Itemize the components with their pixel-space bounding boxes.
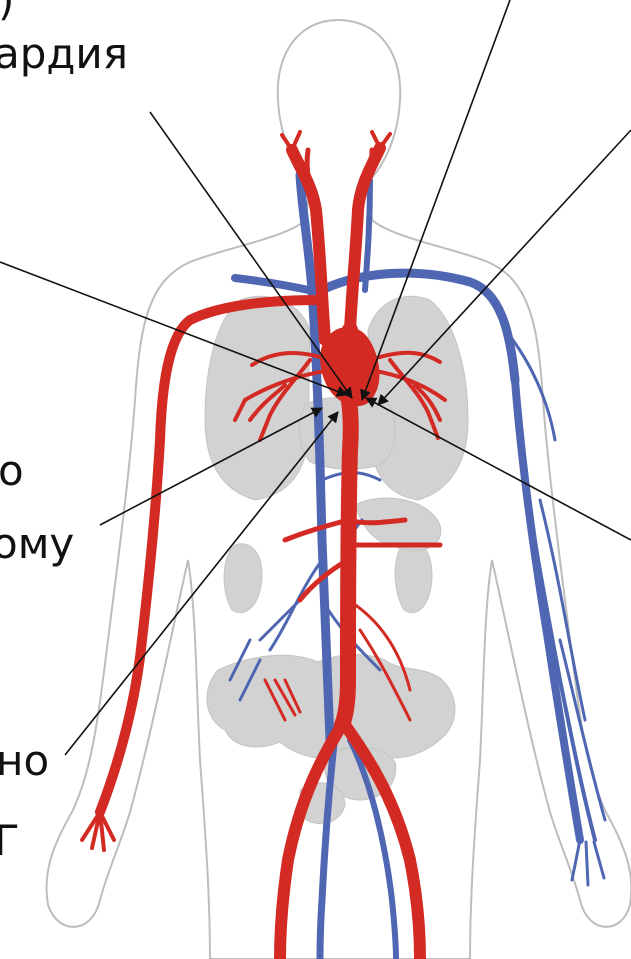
- label-top-left-word: ардия: [0, 33, 128, 75]
- label-top-left-fragment: ): [0, 0, 14, 22]
- label-left-low-1: но: [0, 740, 49, 782]
- body-outline: [47, 20, 631, 959]
- left-lung: [205, 296, 310, 500]
- label-left-mid-1: о: [0, 450, 24, 492]
- label-left-mid-2: ому: [0, 523, 74, 565]
- label-left-low-2: Г: [0, 820, 20, 862]
